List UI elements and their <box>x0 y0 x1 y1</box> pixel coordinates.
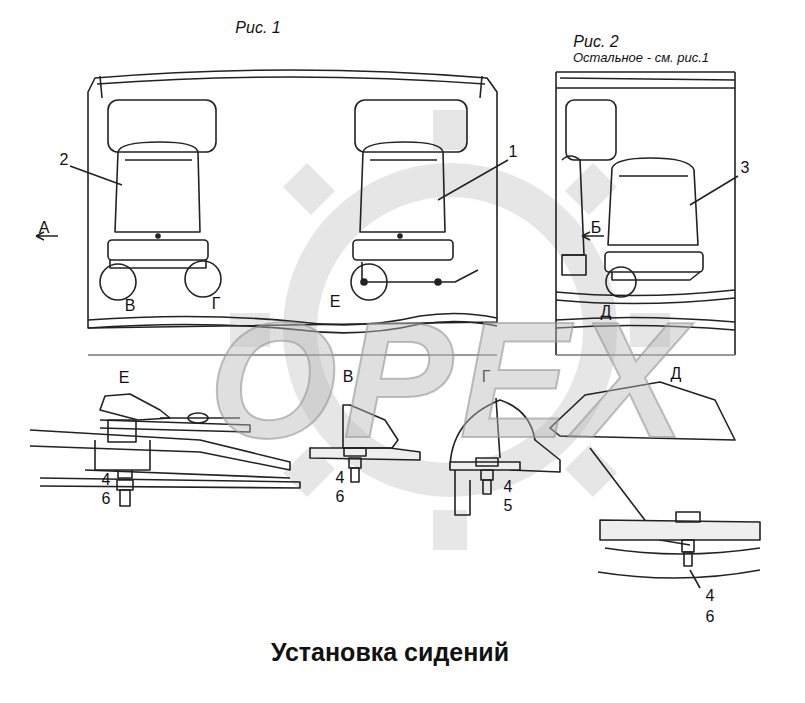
detail-letter: В <box>125 297 136 315</box>
detail-letter: Е <box>119 369 130 387</box>
callout-number: 5 <box>504 497 513 515</box>
callout-number: 2 <box>60 151 69 169</box>
callout-number: 6 <box>706 608 715 626</box>
callout-number: 4 <box>504 478 513 496</box>
figure-label: Рис. 2 <box>573 33 618 51</box>
callout-number: 4 <box>336 469 345 487</box>
callout-number: 6 <box>336 488 345 506</box>
callout-number: 1 <box>509 143 518 161</box>
note: Остальное - см. рис.1 <box>573 51 709 65</box>
callout-number: 4 <box>102 471 111 489</box>
drawing-title: Установка сидений <box>271 639 509 667</box>
callout-number: 3 <box>741 159 750 177</box>
watermark: ОРЕХ <box>209 298 692 463</box>
callout-number: 6 <box>102 490 111 508</box>
callout-number: 4 <box>706 587 715 605</box>
view-letter: Б <box>591 219 602 237</box>
figure-label: Рис. 1 <box>235 19 280 37</box>
view-letter: А <box>39 219 50 237</box>
